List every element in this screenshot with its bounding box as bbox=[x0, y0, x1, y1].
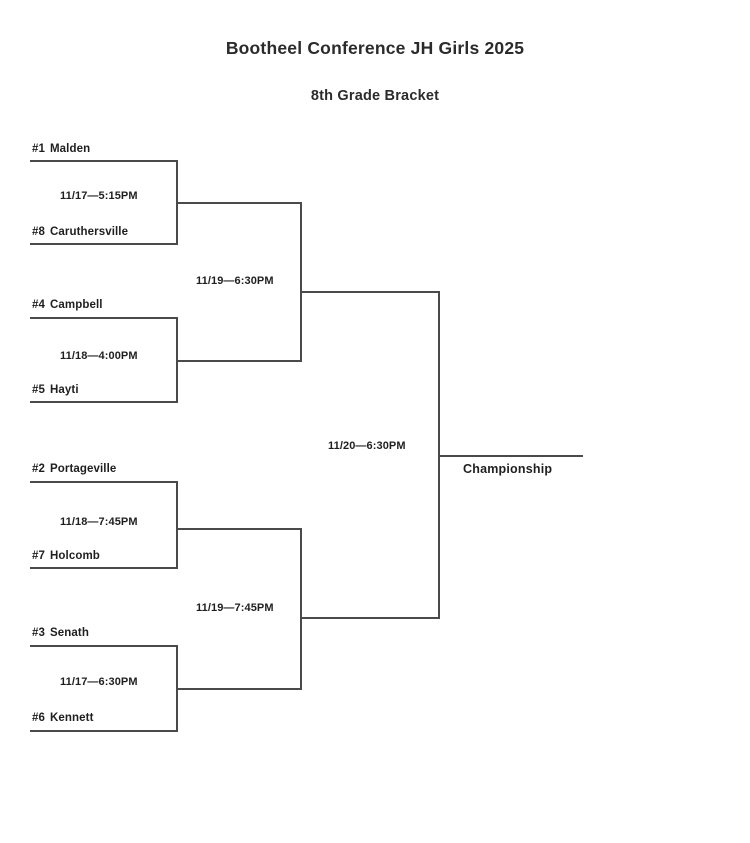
championship-label: Championship bbox=[463, 462, 553, 476]
team-name: Portageville bbox=[50, 463, 117, 475]
page-subtitle: 8th Grade Bracket bbox=[310, 88, 440, 104]
team-seed-8: #8 Caruthersville bbox=[32, 226, 128, 238]
match-time-r2g1: 11/19—6:30PM bbox=[196, 275, 274, 287]
team-seed-4: #4 Campbell bbox=[32, 299, 103, 311]
match-time-r3-final: 11/20—6:30PM bbox=[328, 440, 406, 452]
bracket-line-r2g2-bottom bbox=[176, 688, 302, 690]
seed-label: #2 bbox=[32, 463, 45, 475]
team-name: Senath bbox=[50, 627, 89, 639]
bracket-line-r1g2-bottom bbox=[30, 401, 178, 403]
page-title: Bootheel Conference JH Girls 2025 bbox=[225, 38, 525, 58]
bracket-line-r2g2-top bbox=[176, 528, 302, 530]
bracket-line-r1g4-top bbox=[30, 645, 178, 647]
bracket-line-r1g1-bottom bbox=[30, 243, 178, 245]
match-time-r1g1: 11/17—5:15PM bbox=[60, 190, 138, 202]
team-seed-6: #6 Kennett bbox=[32, 712, 94, 724]
bracket-line-r1g4-bottom bbox=[30, 730, 178, 732]
bracket-line-r2g1-bottom bbox=[176, 360, 302, 362]
bracket-connector-r2g1 bbox=[300, 202, 302, 362]
bracket-line-r1g3-top bbox=[30, 481, 178, 483]
seed-label: #3 bbox=[32, 627, 45, 639]
team-name: Holcomb bbox=[50, 550, 100, 562]
match-time-r1g2: 11/18—4:00PM bbox=[60, 350, 138, 362]
team-name: Caruthersville bbox=[50, 226, 129, 238]
bracket-connector-r1g3 bbox=[176, 481, 178, 569]
match-time-r2g2: 11/19—7:45PM bbox=[196, 602, 274, 614]
team-name: Hayti bbox=[50, 384, 79, 396]
match-time-r1g3: 11/18—7:45PM bbox=[60, 516, 138, 528]
bracket-line-championship bbox=[438, 455, 583, 457]
team-seed-3: #3 Senath bbox=[32, 627, 89, 639]
team-seed-5: #5 Hayti bbox=[32, 384, 79, 396]
match-time-r1g4: 11/17—6:30PM bbox=[60, 676, 138, 688]
bracket-line-r1g3-bottom bbox=[30, 567, 178, 569]
seed-label: #5 bbox=[32, 384, 45, 396]
bracket-connector-r2g2 bbox=[300, 528, 302, 688]
bracket-line-r1g1-top bbox=[30, 160, 178, 162]
seed-label: #6 bbox=[32, 712, 45, 724]
team-seed-7: #7 Holcomb bbox=[32, 550, 100, 562]
team-seed-2: #2 Portageville bbox=[32, 463, 116, 475]
seed-label: #4 bbox=[32, 299, 45, 311]
bracket-line-r2g1-top bbox=[176, 202, 302, 204]
team-name: Kennett bbox=[50, 712, 94, 724]
team-name: Campbell bbox=[50, 299, 103, 311]
team-name: Malden bbox=[50, 143, 91, 155]
seed-label: #8 bbox=[32, 226, 45, 238]
seed-label: #1 bbox=[32, 143, 45, 155]
bracket-line-r3-top bbox=[300, 291, 440, 293]
bracket-line-r3-bottom bbox=[300, 617, 440, 619]
seed-label: #7 bbox=[32, 550, 45, 562]
team-seed-1: #1 Malden bbox=[32, 143, 90, 155]
bracket-line-r1g2-top bbox=[30, 317, 178, 319]
